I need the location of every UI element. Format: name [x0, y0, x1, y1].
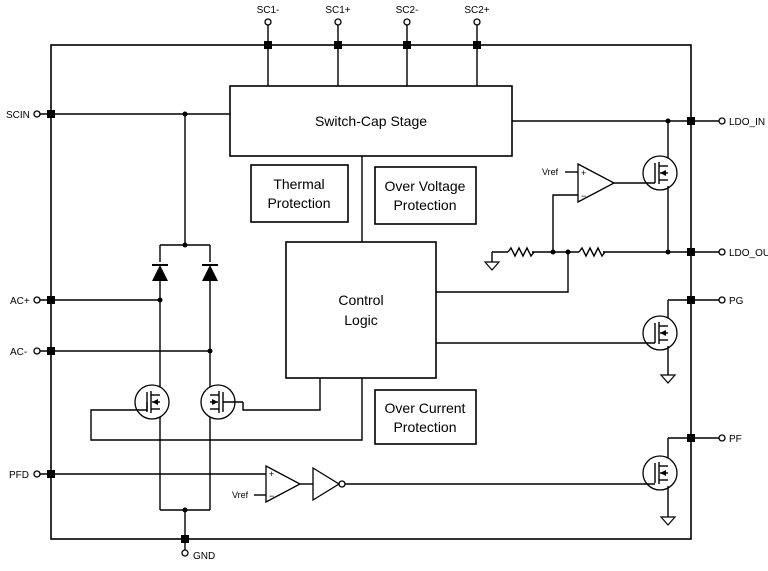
- pin-label-gnd: GND: [193, 551, 215, 562]
- pfd-comparator: + −: [265, 464, 302, 504]
- over-voltage-label-line1: Over Voltage: [385, 178, 466, 194]
- pin-label-ac-plus: AC+: [10, 296, 30, 307]
- pin-sc2-minus: SC2-: [396, 5, 419, 86]
- control-logic-block: [285, 241, 437, 379]
- pg-mosfet: [642, 315, 678, 351]
- pfd-inverter: [312, 466, 346, 502]
- control-label-line1: Control: [338, 292, 383, 308]
- pin-label-sc1-minus: SC1-: [257, 5, 280, 16]
- diode-right: [202, 245, 218, 510]
- thermal-label-line2: Protection: [267, 195, 330, 211]
- pin-label-sc2-minus: SC2-: [396, 5, 419, 16]
- pin-label-scin: SCIN: [6, 110, 30, 121]
- pin-sc2-plus: SC2+: [464, 5, 490, 86]
- pf-ground-symbol: [659, 516, 677, 526]
- pin-sc1-minus: SC1-: [257, 5, 280, 86]
- pin-pfd: PFD: [9, 470, 266, 481]
- control-label-line2: Logic: [344, 312, 377, 328]
- mosfet-right: [200, 384, 243, 420]
- switch-cap-stage-label: Switch-Cap Stage: [315, 113, 427, 129]
- over-voltage-label-line2: Protection: [393, 197, 456, 213]
- pin-label-ac-minus: AC-: [10, 347, 27, 358]
- pin-label-ldo-out: LDO_OUT: [729, 248, 768, 259]
- chip-outline: [50, 44, 692, 540]
- switch-cap-stage-block: [229, 85, 513, 157]
- vref-pfd-label: Vref: [232, 490, 249, 500]
- svg-text:−: −: [581, 191, 586, 201]
- over-current-label-line2: Protection: [393, 419, 456, 435]
- feedback-resistor-upper: [578, 246, 606, 258]
- vref-ldo-label: Vref: [542, 167, 559, 177]
- pin-ac-plus: AC+: [10, 296, 163, 307]
- over-current-label-line1: Over Current: [385, 400, 466, 416]
- ldo-error-amp: + −: [577, 162, 616, 204]
- ldo-pass-mosfet: [642, 155, 678, 191]
- svg-text:+: +: [581, 168, 586, 178]
- pin-ac-minus: AC-: [10, 347, 213, 358]
- pin-label-ldo-in: LDO_IN: [729, 117, 765, 128]
- pin-label-pfd: PFD: [9, 470, 29, 481]
- thermal-protection-block: [250, 164, 349, 223]
- divider-ground-symbol: [483, 261, 501, 271]
- feedback-resistor-lower: [507, 246, 535, 258]
- pin-sc1-plus: SC1+: [325, 5, 351, 86]
- svg-text:+: +: [269, 469, 274, 479]
- pin-label-sc1-plus: SC1+: [325, 5, 350, 16]
- diode-left: [152, 245, 168, 510]
- mosfet-left: [134, 384, 170, 420]
- thermal-label-line1: Thermal: [273, 176, 324, 192]
- svg-text:−: −: [269, 491, 274, 501]
- pin-label-pg: PG: [729, 296, 744, 307]
- over-voltage-protection-block: [374, 166, 477, 225]
- pin-label-sc2-plus: SC2+: [464, 5, 489, 16]
- pin-scin: SCIN: [6, 110, 230, 121]
- pf-mosfet: [642, 455, 678, 491]
- pin-label-pf: PF: [729, 434, 742, 445]
- pg-ground-symbol: [659, 374, 677, 384]
- over-current-protection-block: [374, 389, 477, 445]
